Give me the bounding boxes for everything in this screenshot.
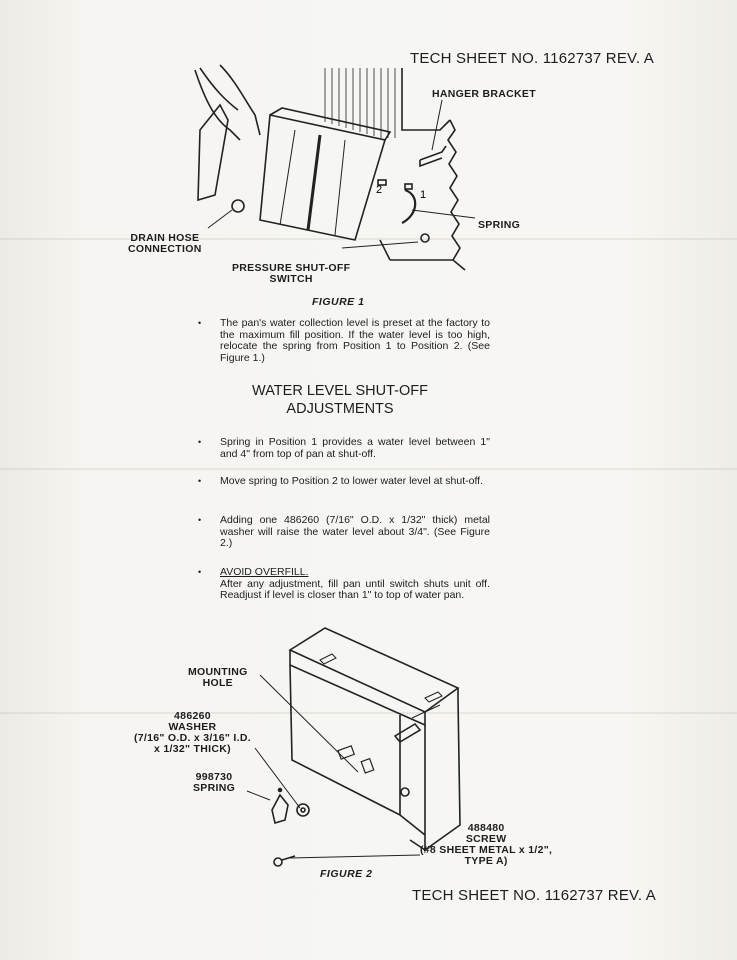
intro-bullet: • The pan's water collection level is pr… <box>198 317 490 364</box>
washer-label: 486260 WASHER (7/16" O.D. x 3/16" I.D. x… <box>134 711 251 755</box>
bullet-dot: • <box>198 515 202 525</box>
figure-2-illustration <box>246 627 461 867</box>
list-item: • Move spring to Position 2 to lower wat… <box>198 475 490 488</box>
washer-label-line1: 486260 <box>174 710 211 722</box>
figure-2-caption: FIGURE 2 <box>320 868 373 880</box>
tech-sheet-number-bottom: TECH SHEET NO. 1162737 REV. A <box>412 887 656 904</box>
figure-1-illustration: 2 1 <box>194 64 476 271</box>
paper-fold <box>0 468 737 470</box>
washer-label-line4: x 1/32" THICK) <box>154 743 231 755</box>
spring-part-label-line2: SPRING <box>193 782 236 794</box>
washer-label-line3: (7/16" O.D. x 3/16" I.D. <box>134 732 251 744</box>
hanger-bracket-label: HANGER BRACKET <box>432 88 536 100</box>
spring-position-1-label: 1 <box>420 189 426 201</box>
bullet-text: Spring in Position 1 provides a water le… <box>220 436 490 460</box>
pressure-switch-label-line1: PRESSURE SHUT-OFF <box>232 262 351 274</box>
bullet-dot: • <box>198 476 202 486</box>
screw-label-line2: SCREW <box>465 833 507 845</box>
pressure-switch-label-line2: SWITCH <box>269 273 313 285</box>
spring-part-label-line1: 998730 <box>195 771 233 783</box>
drain-hose-label-line2: CONNECTION <box>128 243 202 255</box>
avoid-overfill-item: • AVOID OVERFILL. After any adjustment, … <box>198 566 490 602</box>
list-item: • Spring in Position 1 provides a water … <box>198 436 490 460</box>
pressure-switch-label: PRESSURE SHUT-OFF SWITCH <box>232 263 350 285</box>
washer-label-line2: WASHER <box>168 721 217 733</box>
screw-label-line3: (#8 SHEET METAL x 1/2", <box>420 844 553 856</box>
mounting-hole-label-line2: HOLE <box>202 677 233 689</box>
drain-hose-label-line1: DRAIN HOSE <box>130 232 200 244</box>
screw-label-line4: TYPE A) <box>464 855 508 867</box>
section-heading: WATER LEVEL SHUT-OFF ADJUSTMENTS <box>210 382 470 418</box>
section-heading-line1: WATER LEVEL SHUT-OFF <box>252 383 428 399</box>
tech-sheet-number-top: TECH SHEET NO. 1162737 REV. A <box>410 50 654 67</box>
screw-label-line1: 488480 <box>467 822 505 834</box>
spring-label: SPRING <box>478 219 521 231</box>
paper-fold <box>0 712 737 714</box>
section-heading-line2: ADJUSTMENTS <box>286 401 394 417</box>
drain-hose-label: DRAIN HOSE CONNECTION <box>128 233 202 255</box>
bullet-dot: • <box>198 318 202 328</box>
mounting-hole-label-line1: MOUNTING <box>188 666 248 678</box>
figure-1-caption: FIGURE 1 <box>312 296 365 308</box>
bullet-text: Move spring to Position 2 to lower water… <box>220 475 484 487</box>
spring-position-2-label: 2 <box>376 184 382 196</box>
list-item: • Adding one 486260 (7/16" O.D. x 1/32" … <box>198 514 490 550</box>
spring-part-label: 998730 SPRING <box>193 772 235 794</box>
bullet-text: Adding one 486260 (7/16" O.D. x 1/32" th… <box>220 514 490 549</box>
screw-label: 488480 SCREW (#8 SHEET METAL x 1/2", TYP… <box>420 823 552 867</box>
avoid-overfill-heading: AVOID OVERFILL. <box>220 566 309 578</box>
intro-bullet-text: The pan's water collection level is pres… <box>220 317 490 364</box>
bullet-dot: • <box>198 437 202 447</box>
avoid-overfill-text: After any adjustment, fill pan until swi… <box>220 577 490 601</box>
bullet-dot: • <box>198 567 202 577</box>
paper-fold <box>0 238 737 240</box>
mounting-hole-label: MOUNTING HOLE <box>188 667 248 689</box>
